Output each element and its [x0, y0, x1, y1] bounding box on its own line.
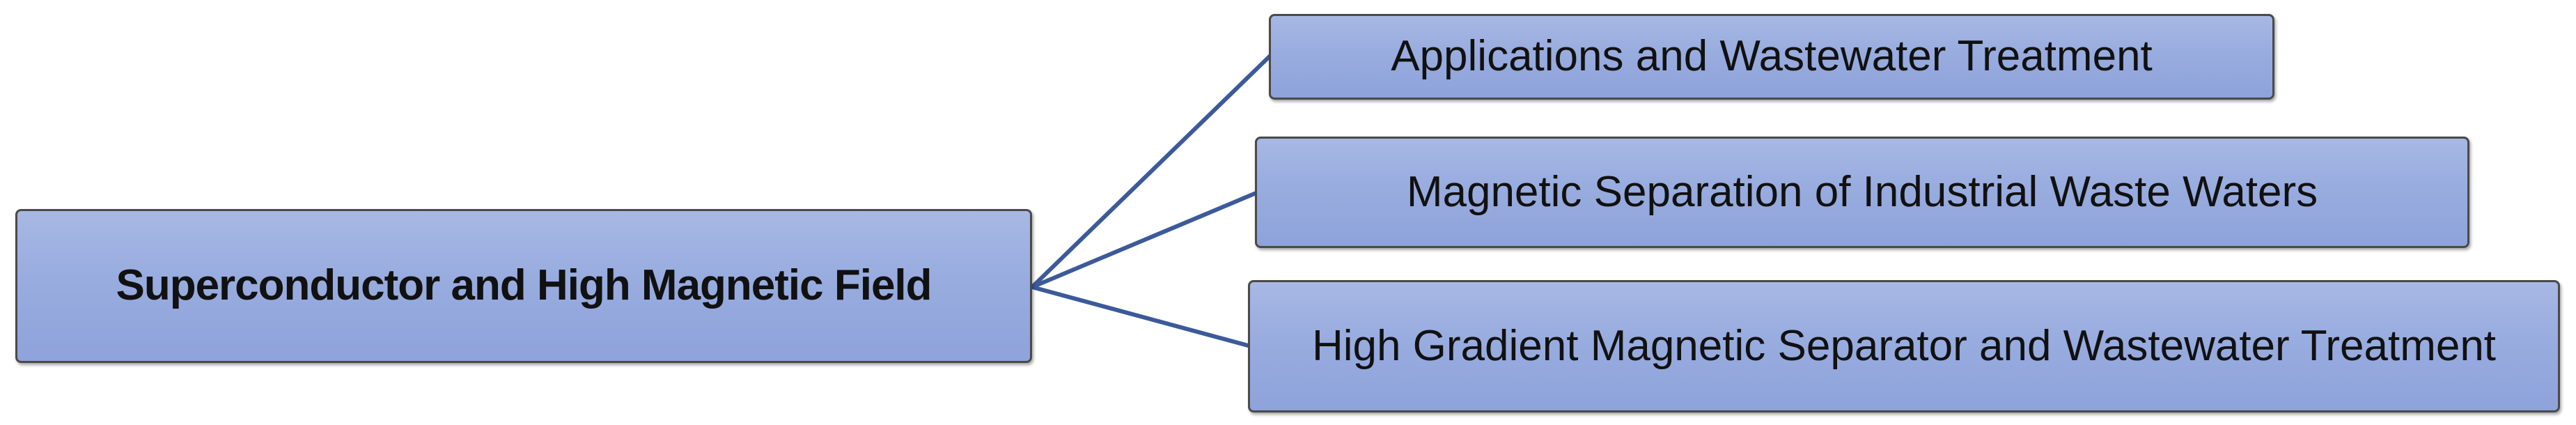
- root-node-label: Superconductor and High Magnetic Field: [116, 261, 932, 310]
- child-node-label: Applications and Wastewater Treatment: [1391, 32, 2153, 81]
- root-node: Superconductor and High Magnetic Field: [15, 209, 1032, 363]
- child-node-applications: Applications and Wastewater Treatment: [1269, 14, 2274, 100]
- child-node-magnetic-separation: Magnetic Separation of Industrial Waste …: [1255, 137, 2469, 248]
- connector-root-to-child-2: [1030, 190, 1260, 289]
- connector-root-to-child-3: [1030, 285, 1253, 348]
- child-node-high-gradient-separator: High Gradient Magnetic Separator and Was…: [1248, 280, 2560, 412]
- child-node-label: Magnetic Separation of Industrial Waste …: [1406, 167, 2318, 216]
- child-node-label: High Gradient Magnetic Separator and Was…: [1311, 321, 2497, 370]
- connector-root-to-child-1: [1030, 52, 1274, 289]
